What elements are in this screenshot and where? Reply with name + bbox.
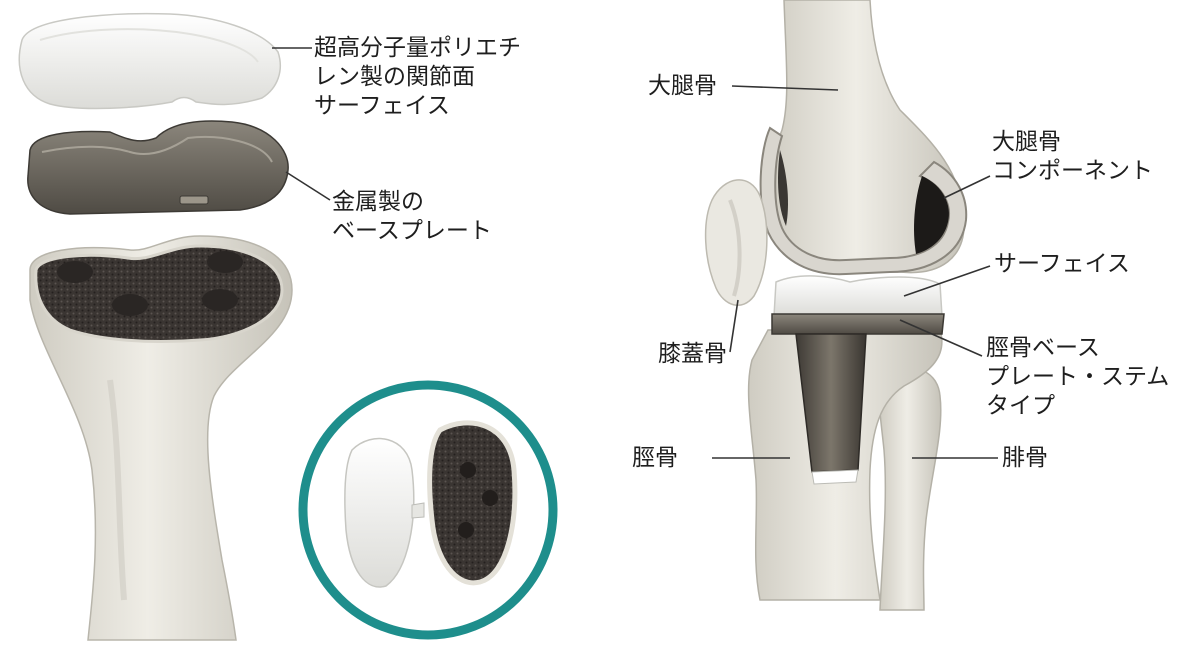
label-surface: サーフェイス bbox=[994, 250, 1130, 279]
label-uhmwpe-surface: 超高分子量ポリエチ レン製の関節面 サーフェイス bbox=[314, 34, 521, 121]
label-tibial-stem-baseplate: 脛骨ベース プレート・ステム タイプ bbox=[986, 334, 1169, 421]
polyethylene-insert bbox=[19, 14, 280, 109]
leader-patella bbox=[730, 300, 738, 352]
metal-baseplate bbox=[28, 121, 288, 214]
label-femur: 大腿骨 bbox=[648, 72, 717, 101]
tibial-baseplate bbox=[772, 314, 944, 334]
inset-view bbox=[303, 385, 553, 635]
label-fibula: 腓骨 bbox=[1002, 444, 1048, 473]
leader-baseplate bbox=[286, 172, 330, 200]
label-tibia: 脛骨 bbox=[632, 444, 678, 473]
polyethylene-surface bbox=[774, 276, 942, 316]
inset-porous-patella bbox=[430, 423, 515, 583]
label-patella: 膝蓋骨 bbox=[658, 340, 727, 369]
label-metal-baseplate: 金属製の ベースプレート bbox=[332, 188, 492, 246]
label-femoral-component: 大腿骨 コンポーネント bbox=[992, 128, 1153, 186]
porous-surface-left bbox=[36, 246, 282, 342]
fibula bbox=[880, 368, 941, 610]
assembled-knee bbox=[706, 0, 967, 610]
exploded-implant bbox=[19, 14, 292, 640]
